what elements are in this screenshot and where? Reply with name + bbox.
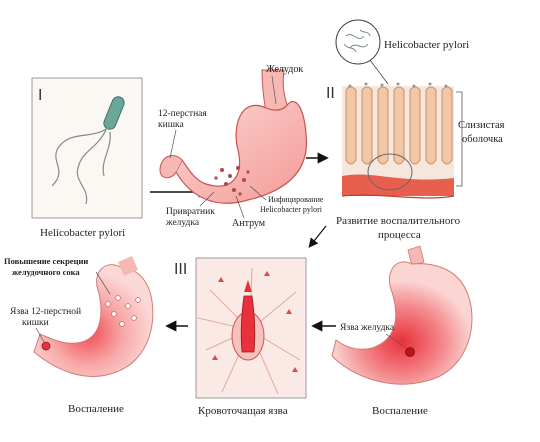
gastric-ulcer-label: Язва желудка bbox=[340, 323, 395, 333]
small-erosions bbox=[212, 271, 298, 372]
duodenum-label-line1: 12-перстная bbox=[158, 109, 207, 119]
pylorus-label-line2: желудка bbox=[165, 218, 200, 228]
duodenal-ulcer-mark bbox=[41, 341, 51, 351]
process-label-line1: Развитие воспалительного bbox=[336, 215, 461, 227]
duodenal-ulcer-label-line2: кишки bbox=[22, 318, 49, 328]
panel-iii: III Кровоточащая язва bbox=[174, 257, 307, 417]
antrum-label: Антрум bbox=[232, 218, 266, 229]
bacteria-cluster-icon bbox=[343, 29, 371, 53]
stomach-right: Язва желудка Воспаление bbox=[331, 245, 473, 417]
infection-label-line2: Helicobacter pylori bbox=[260, 205, 323, 214]
bacteria-magnifier bbox=[335, 19, 381, 65]
stomach-top: Желудок 12-перстная кишка Привратник жел… bbox=[158, 64, 324, 229]
panel-ii-top-label: Helicobacter pylori bbox=[384, 39, 469, 51]
mucosa-bacteria-dots bbox=[348, 82, 448, 88]
inflammation-focus bbox=[367, 153, 413, 191]
gastric-ulcer-mark bbox=[405, 347, 415, 357]
stomach-left-caption: Воспаление bbox=[68, 403, 124, 415]
infection-label-line1: Инфицирование bbox=[268, 195, 324, 204]
panel-ii-numeral: II bbox=[326, 84, 335, 102]
helicobacter-bacterium-icon bbox=[51, 96, 125, 205]
stomach-label: Желудок bbox=[266, 64, 303, 75]
panel-i-numeral: I bbox=[38, 86, 42, 104]
stomach-right-caption: Воспаление bbox=[372, 405, 428, 417]
stomach-top-body bbox=[175, 101, 308, 204]
pylorus-label-line1: Привратник bbox=[166, 207, 215, 217]
mucosa-label-line2: оболочка bbox=[462, 134, 503, 145]
process-label-line2: процесса bbox=[378, 229, 421, 241]
duodenal-ulcer-label-line1: Язва 12-перстной bbox=[10, 306, 81, 317]
mucosa-label-line1: Слизистая bbox=[458, 120, 505, 131]
antrum-infection-dots bbox=[214, 166, 250, 196]
stomach-left-body bbox=[33, 264, 154, 377]
duodenum-label-line2: кишка bbox=[158, 120, 184, 130]
mucosa-villi bbox=[345, 86, 453, 165]
panel-i-caption: Helicobacter pylori bbox=[40, 227, 125, 239]
gastric-secretion-dots bbox=[105, 295, 141, 327]
bleeding-ulcer-icon bbox=[231, 280, 265, 361]
panel-ii: II Helicobacter pylori bbox=[326, 19, 505, 241]
panel-iii-caption: Кровоточащая язва bbox=[198, 405, 288, 417]
stomach-right-body bbox=[331, 261, 473, 385]
secretion-label-line1: Повышение секреции bbox=[4, 256, 88, 266]
arrow-ii-down bbox=[308, 225, 327, 248]
panel-iii-numeral: III bbox=[174, 260, 187, 278]
secretion-label-line2: желудочного сока bbox=[12, 267, 80, 277]
panel-i: I Helicobacter pylori bbox=[31, 77, 143, 239]
stomach-left: Повышение секреции желудочного сока Язва… bbox=[4, 256, 154, 415]
